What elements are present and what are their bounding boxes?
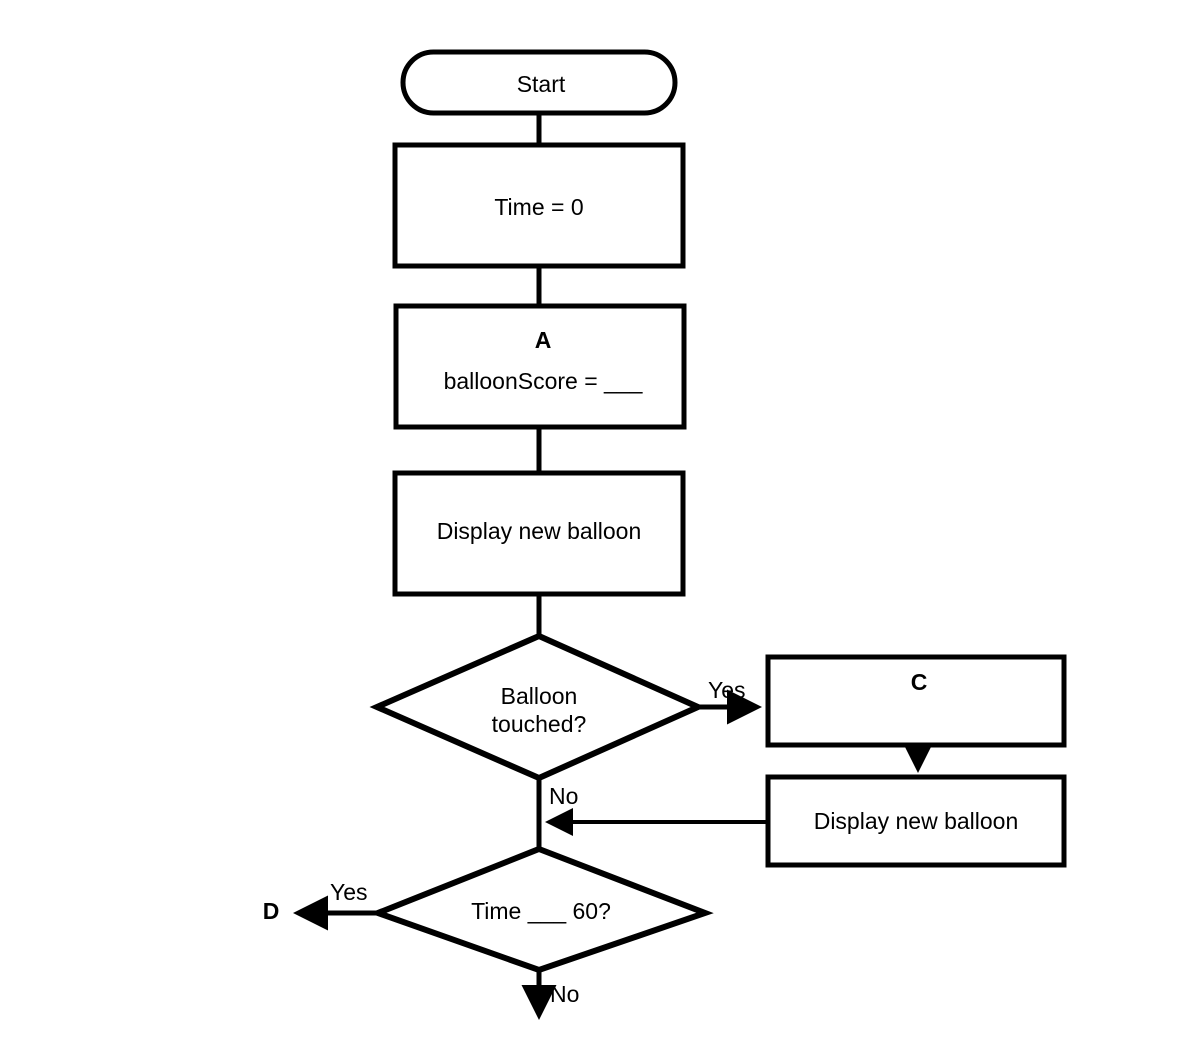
display-balloon-1-label: Display new balloon xyxy=(437,518,642,544)
balloon-score-label: balloonScore = ___ xyxy=(444,368,644,394)
balloon-score-prefix: balloonScore = xyxy=(444,368,604,394)
edge-label-time-yes: Yes xyxy=(330,879,368,905)
time-init-label: Time = 0 xyxy=(494,194,583,220)
display-balloon-2-label: Display new balloon xyxy=(814,808,1019,834)
display-balloon-1-shape xyxy=(392,470,686,597)
time-check-shape xyxy=(369,845,714,974)
connector-d-label: D xyxy=(263,898,280,924)
start-shape xyxy=(400,49,678,116)
time-check-label: Time ___ 60? xyxy=(471,898,611,924)
node-display-balloon-2[interactable]: Display new balloon xyxy=(765,774,1067,868)
time-check-suffix: 60? xyxy=(566,898,611,924)
balloon-touched-label-line1: Balloon xyxy=(501,683,578,709)
node-balloon-score[interactable]: A balloonScore = ___ xyxy=(393,303,687,430)
balloon-touched-shape xyxy=(369,632,706,782)
box-c-tag: C xyxy=(911,669,928,695)
time-check-blank: ___ xyxy=(527,898,568,924)
edge-label-touched-no: No xyxy=(549,783,578,809)
node-start[interactable]: Start xyxy=(400,49,678,116)
time-init-shape xyxy=(392,142,686,269)
edge-label-time-no: No xyxy=(550,981,579,1007)
start-label: Start xyxy=(517,71,566,97)
balloon-touched-label-line2: touched? xyxy=(492,711,587,737)
node-time-init[interactable]: Time = 0 xyxy=(392,142,686,269)
node-time-check-decision[interactable]: Time ___ 60? xyxy=(369,845,714,974)
balloon-score-blank: ___ xyxy=(603,368,644,394)
time-check-prefix: Time xyxy=(471,898,528,924)
node-balloon-touched-decision[interactable]: Balloon touched? xyxy=(369,632,706,782)
balloon-score-shape xyxy=(393,303,687,430)
node-display-balloon-1[interactable]: Display new balloon xyxy=(392,470,686,597)
balloon-score-tag: A xyxy=(535,327,552,353)
display-balloon-2-shape xyxy=(765,774,1067,868)
box-c-shape xyxy=(765,654,1067,748)
node-connector-d[interactable]: D xyxy=(263,898,280,924)
edge-label-touched-yes: Yes xyxy=(708,677,746,703)
node-box-c[interactable]: C xyxy=(765,654,1067,748)
